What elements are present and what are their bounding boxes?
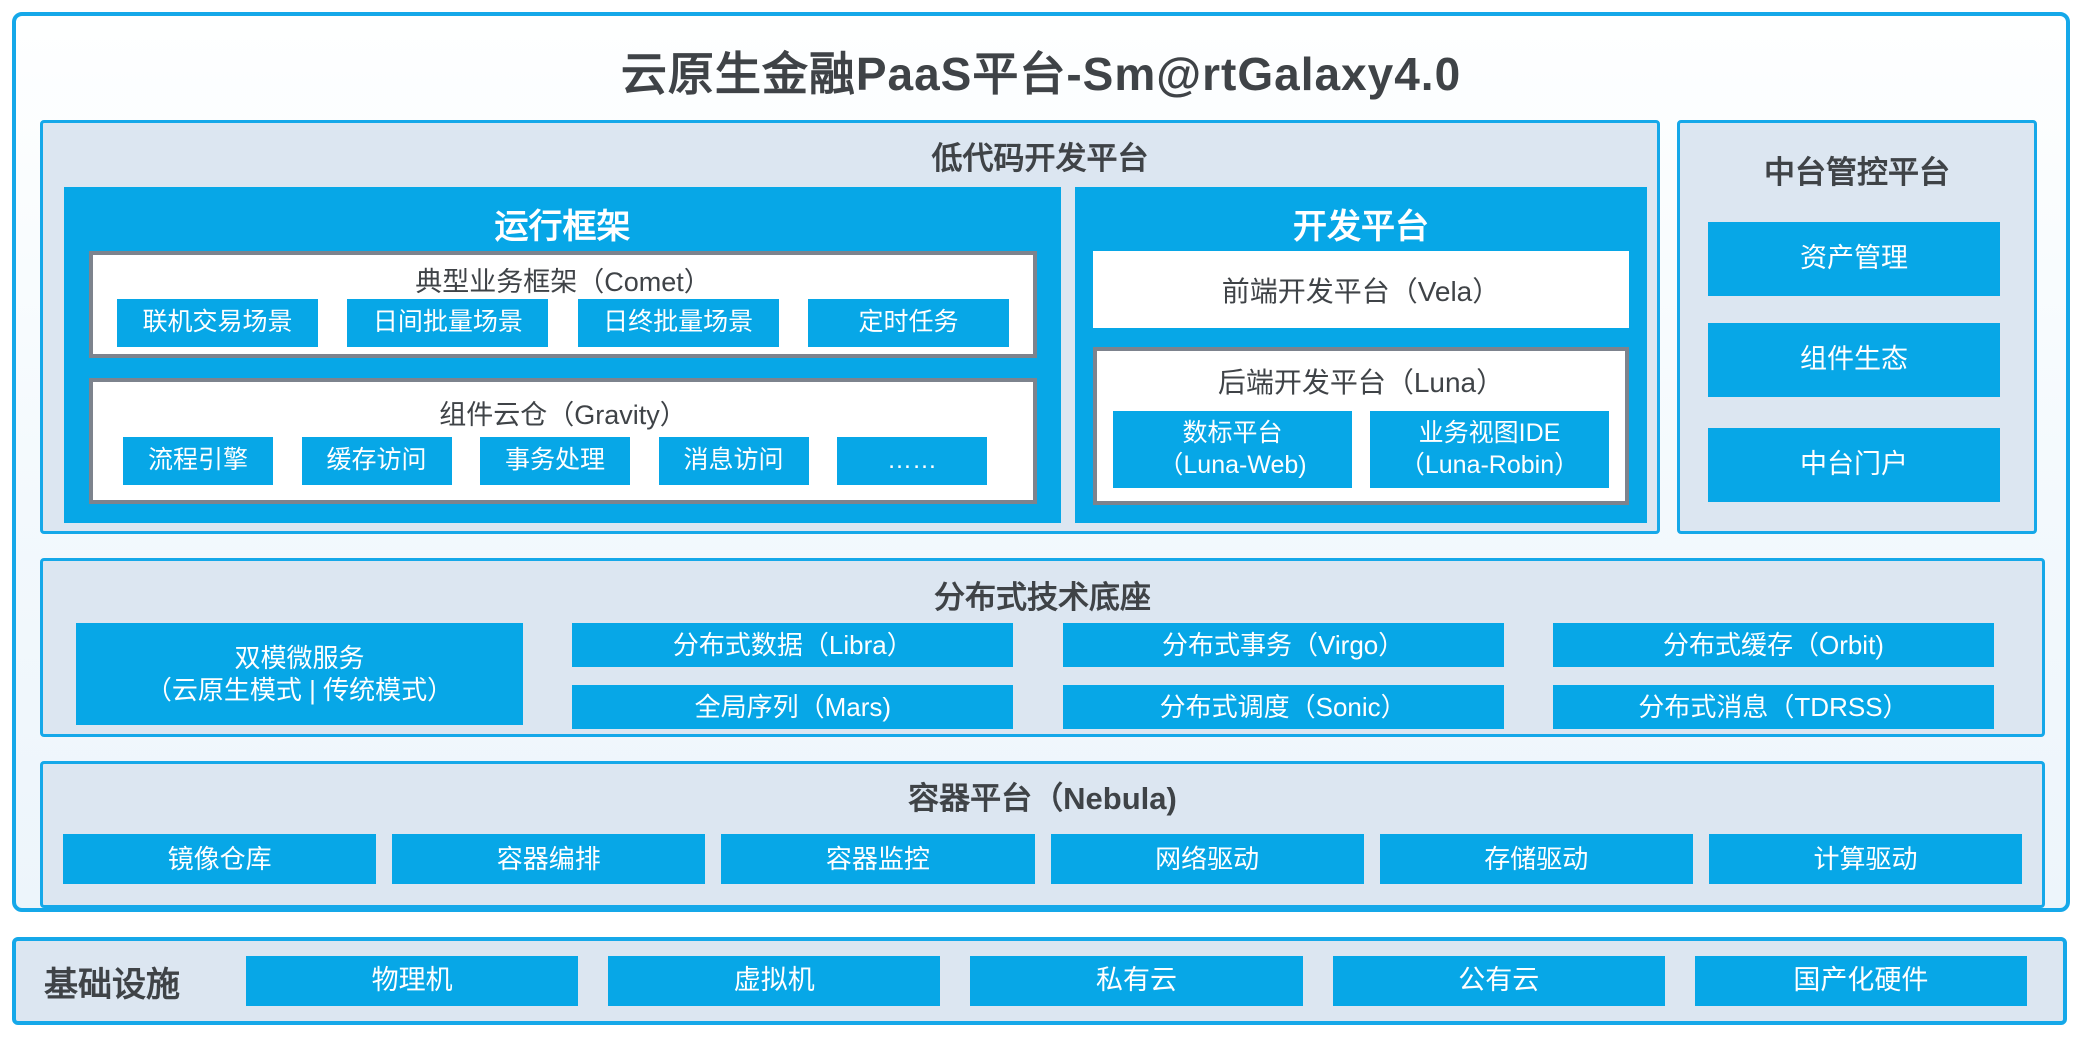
dual-mode-line1: 双模微服务 [234,642,365,673]
container-platform-title: 容器平台（Nebula) [908,781,1177,816]
distributed-base-panel: 分布式技术底座 双模微服务 （云原生模式 | 传统模式） 分布式数据（Libra… [40,558,2045,737]
distributed-column: 分布式事务（Virgo） 分布式调度（Sonic） [1062,623,1504,729]
network-driver-chip: 网络驱动 [1050,834,1364,884]
distributed-column: 分布式缓存（Orbit) 分布式消息（TDRSS） [1552,623,1994,729]
luna-chip-row: 数标平台 （Luna-Web) 业务视图IDE （Luna-Robin） [1113,411,1609,488]
distributed-chip-row: 双模微服务 （云原生模式 | 传统模式） 分布式数据（Libra） 全局序列（M… [76,621,1994,729]
page-title: 云原生金融PaaS平台-Sm@rtGalaxy4.0 [620,48,1462,100]
platform-diagram-container: 云原生金融PaaS平台-Sm@rtGalaxy4.0 低代码开发平台 运行框架 … [12,12,2070,912]
global-sequence-chip: 全局序列（Mars) [572,685,1014,729]
vela-frontend-box: 前端开发平台（Vela） [1093,251,1629,328]
dev-platform-section: 开发平台 前端开发平台（Vela） 后端开发平台（Luna） 数标平台 （Lun… [1075,187,1647,523]
luna-backend-title: 后端开发平台（Luna） [1217,367,1505,398]
infrastructure-panel: 基础设施 物理机 虚拟机 私有云 公有云 国产化硬件 [12,937,2067,1025]
lowcode-platform-title: 低代码开发平台 [931,141,1149,176]
infrastructure-title: 基础设施 [44,965,180,1004]
infrastructure-chip-row: 物理机 虚拟机 私有云 公有云 国产化硬件 [246,956,2028,1006]
luna-web-chip: 数标平台 （Luna-Web) [1113,411,1352,488]
gravity-chip-ellipsis: …… [837,437,987,485]
gravity-chip-row: 流程引擎 缓存访问 事务处理 消息访问 …… [123,437,987,485]
gravity-chip: 事务处理 [480,437,630,485]
mid-platform-title: 中台管控平台 [1764,155,1950,190]
comet-framework-title: 典型业务框架（Comet） [415,267,711,297]
comet-chip: 联机交易场景 [117,299,318,347]
distributed-data-chip: 分布式数据（Libra） [572,623,1014,667]
comet-framework-box: 典型业务框架（Comet） 联机交易场景 日间批量场景 日终批量场景 定时任务 [89,251,1037,358]
public-cloud-chip: 公有云 [1332,956,1665,1006]
dev-platform-title: 开发平台 [1293,208,1429,246]
comet-chip: 日终批量场景 [577,299,779,347]
gravity-chip: 消息访问 [658,437,809,485]
dual-mode-line2: （云原生模式 | 传统模式） [145,675,454,705]
comet-chip: 日间批量场景 [347,299,549,347]
gravity-warehouse-title: 组件云仓（Gravity） [439,400,687,430]
image-registry-chip: 镜像仓库 [63,834,377,884]
lowcode-platform-panel: 低代码开发平台 运行框架 典型业务框架（Comet） 联机交易场景 日间批量场景… [40,120,1660,534]
gravity-chip: 缓存访问 [301,437,452,485]
luna-web-chip-title: 数标平台 [1182,419,1283,448]
dual-mode-microservice-chip: 双模微服务 （云原生模式 | 传统模式） [76,623,523,725]
luna-robin-chip-subtitle: （Luna-Robin） [1399,450,1580,479]
container-monitoring-chip: 容器监控 [721,834,1035,884]
domestic-hardware-chip: 国产化硬件 [1694,956,2028,1006]
distributed-column: 分布式数据（Libra） 全局序列（Mars) [572,623,1014,729]
comet-chip-row: 联机交易场景 日间批量场景 日终批量场景 定时任务 [117,299,1009,347]
asset-management-chip: 资产管理 [1708,222,2000,296]
container-platform-panel: 容器平台（Nebula) 镜像仓库 容器编排 容器监控 网络驱动 存储驱动 计算… [40,761,2045,908]
compute-driver-chip: 计算驱动 [1708,834,2023,884]
container-chip-row: 镜像仓库 容器编排 容器监控 网络驱动 存储驱动 计算驱动 [63,834,2023,884]
distributed-transaction-chip: 分布式事务（Virgo） [1062,623,1504,667]
component-ecosystem-chip: 组件生态 [1708,323,2000,397]
private-cloud-chip: 私有云 [970,956,1303,1006]
gravity-chip: 流程引擎 [123,437,273,485]
luna-web-chip-subtitle: （Luna-Web) [1158,450,1307,479]
mid-platform-panel: 中台管控平台 资产管理 组件生态 中台门户 [1677,120,2037,534]
luna-backend-box: 后端开发平台（Luna） 数标平台 （Luna-Web) 业务视图IDE （Lu… [1093,347,1629,505]
physical-machine-chip: 物理机 [246,956,579,1006]
storage-driver-chip: 存储驱动 [1379,834,1693,884]
luna-robin-chip-title: 业务视图IDE [1418,419,1561,448]
mid-platform-portal-chip: 中台门户 [1708,428,2000,502]
virtual-machine-chip: 虚拟机 [608,956,941,1006]
runtime-framework-section: 运行框架 典型业务框架（Comet） 联机交易场景 日间批量场景 日终批量场景 … [64,187,1061,523]
distributed-base-title: 分布式技术底座 [934,580,1151,615]
runtime-framework-title: 运行框架 [494,208,631,246]
gravity-warehouse-box: 组件云仓（Gravity） 流程引擎 缓存访问 事务处理 消息访问 …… [89,378,1037,504]
comet-chip: 定时任务 [807,299,1009,347]
distributed-cache-chip: 分布式缓存（Orbit) [1552,623,1994,667]
distributed-message-chip: 分布式消息（TDRSS） [1552,685,1994,729]
luna-robin-chip: 业务视图IDE （Luna-Robin） [1370,411,1609,488]
distributed-scheduling-chip: 分布式调度（Sonic） [1062,685,1504,729]
container-orchestration-chip: 容器编排 [392,834,706,884]
